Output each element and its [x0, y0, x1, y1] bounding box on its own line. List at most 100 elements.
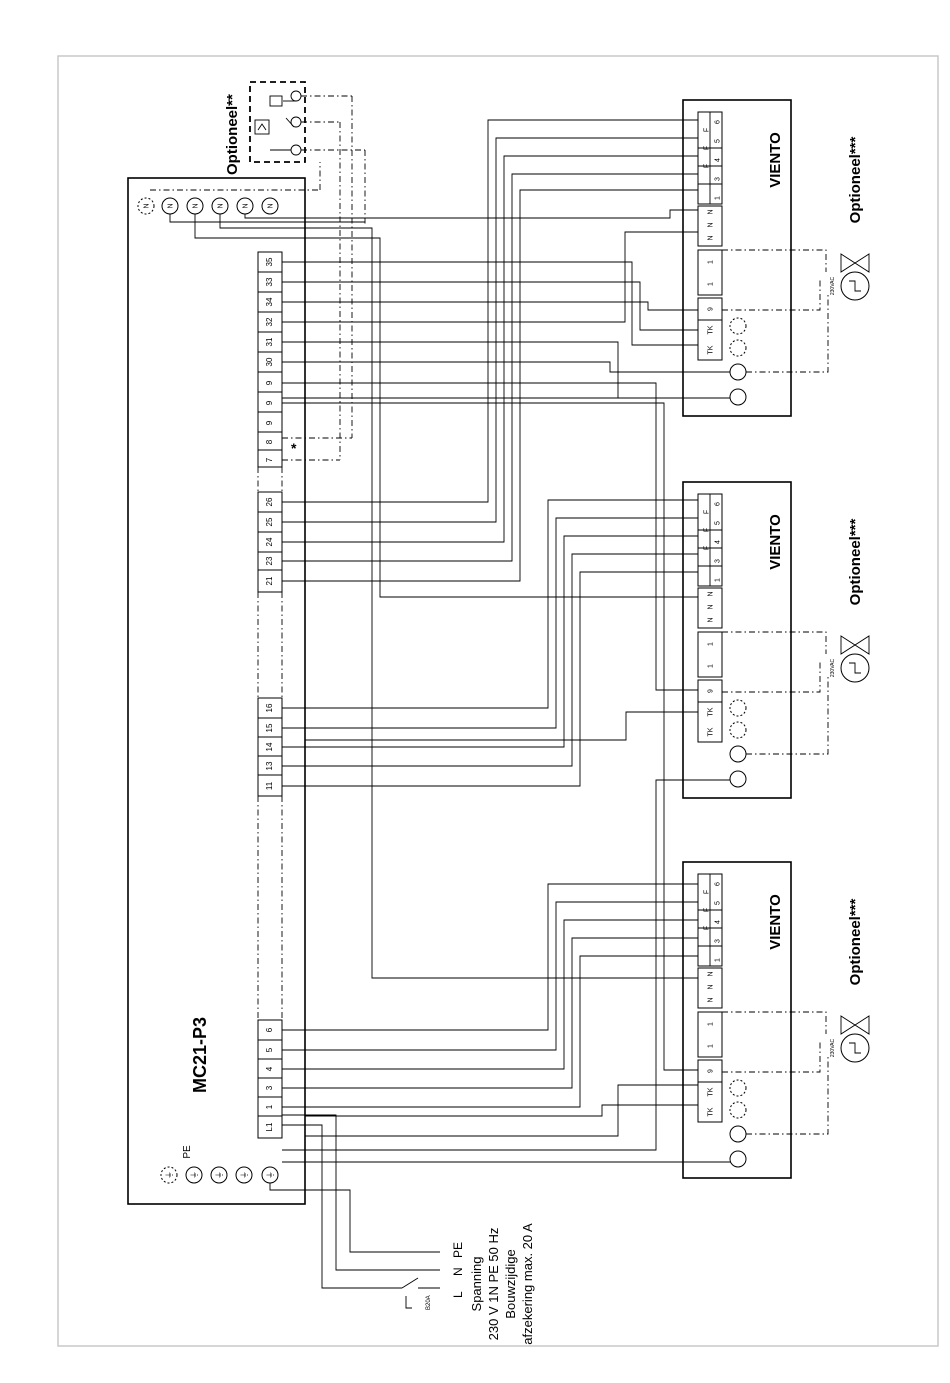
one-terminal-label: 1	[708, 282, 715, 286]
viento-units: VIENTOFFF65431NNN119TKTK230VACOptioneel*…	[682, 99, 870, 1179]
page-frame	[57, 55, 939, 1347]
star-marker: *	[291, 440, 297, 456]
wire	[305, 711, 698, 741]
nn-terminal-label: N	[708, 235, 715, 240]
supply-n: N	[451, 1267, 465, 1276]
earth-icon	[729, 1150, 747, 1168]
wire	[282, 571, 698, 787]
viento-unit-name: VIENTO	[767, 894, 784, 950]
fan-terminal-number: 3	[715, 559, 722, 563]
fan-terminal-f: F	[704, 528, 711, 532]
fan-terminal-f: F	[704, 546, 711, 550]
controller-box	[127, 177, 306, 1205]
fan-terminal-number: 1	[715, 958, 722, 962]
fan-terminal-number: 1	[715, 578, 722, 582]
earth-icon	[729, 699, 747, 717]
svg-text:30: 30	[265, 357, 274, 366]
valve-voltage-label: 230VAC	[830, 276, 836, 295]
one-terminal-label: 1	[708, 642, 715, 646]
one-terminal-label: 1	[708, 1022, 715, 1026]
one-terminal-label: 1	[708, 1044, 715, 1048]
wire	[282, 281, 698, 331]
nn-terminal-label: N	[708, 617, 715, 622]
svg-text:N: N	[168, 203, 175, 208]
viento-option-label: Optioneel***	[847, 136, 864, 223]
wire	[282, 535, 698, 748]
wire	[282, 517, 698, 729]
valve-voltage-label: 230VAC	[830, 658, 836, 677]
wire	[282, 402, 698, 1071]
svg-text:⏚: ⏚	[190, 1171, 199, 1179]
wire	[219, 214, 698, 979]
nn-terminal	[697, 967, 723, 1009]
breaker-label: B20A	[426, 1295, 432, 1310]
nn-terminal	[697, 587, 723, 629]
svg-text:21: 21	[265, 576, 274, 585]
wire	[282, 382, 698, 691]
svg-text:1: 1	[265, 1104, 274, 1109]
earth-icon	[729, 770, 747, 788]
nn-terminal-label: N	[708, 591, 715, 596]
thermostat-option-label: Optioneel**	[224, 94, 241, 175]
thermostat-option: Optioneel**	[150, 81, 366, 461]
valve-voltage-label: 230VAC	[830, 1038, 836, 1057]
svg-text:9: 9	[265, 380, 274, 385]
fan-terminal-f: F	[704, 146, 711, 150]
nn-terminal-label: N	[708, 997, 715, 1002]
tk-terminal	[697, 1081, 723, 1123]
svg-text:⏚: ⏚	[240, 1171, 249, 1179]
valve-wire	[722, 631, 827, 654]
nn-terminal-label: N	[708, 984, 715, 989]
terminal-block-1: 35 33 34 32 31 30	[257, 251, 283, 373]
svg-text:5: 5	[265, 1047, 274, 1052]
viento-unit: VIENTOFFF65431NNN119TKTK230VACOptioneel*…	[682, 481, 870, 799]
fan-terminal-f: F	[704, 128, 711, 132]
earth-icon	[729, 1101, 747, 1119]
wire	[282, 137, 698, 523]
supply-line-2: 230 V 1N PE 50 Hz	[486, 1228, 501, 1341]
svg-text:N: N	[144, 203, 151, 208]
svg-text:25: 25	[265, 517, 274, 526]
nine-terminal-label: 9	[708, 1069, 715, 1073]
svg-text:9: 9	[265, 420, 274, 425]
viento-option-label: Optioneel***	[847, 518, 864, 605]
terminal-block-5: 6 5 4 3 1 L1	[257, 1019, 283, 1139]
svg-text:N: N	[218, 203, 225, 208]
wire	[282, 119, 698, 503]
svg-text:26: 26	[265, 497, 274, 506]
wire	[244, 209, 698, 219]
tk-terminal-label: TK	[708, 325, 715, 334]
nn-terminal-label: N	[708, 971, 715, 976]
svg-text:34: 34	[265, 297, 274, 306]
fan-terminal-number: 5	[715, 521, 722, 525]
fan-terminal-number: 4	[715, 158, 722, 162]
fan-terminal-number: 4	[715, 540, 722, 544]
wire	[282, 361, 746, 373]
valve-wire	[722, 1042, 821, 1073]
tk-terminal-label: TK	[708, 345, 715, 354]
wire	[282, 901, 698, 1051]
fan-terminal-f: F	[704, 926, 711, 930]
tk-terminal-label: TK	[708, 707, 715, 716]
power-supply: B20A L N PE Spanning 230 V 1N PE 50 Hz B…	[269, 1114, 535, 1345]
svg-text:11: 11	[265, 781, 274, 790]
terminal-block-3: 26 25 24 23 21	[257, 491, 283, 593]
fan-terminal-number: 5	[715, 901, 722, 905]
wire	[282, 173, 698, 562]
wire	[305, 1104, 698, 1117]
wire	[282, 341, 619, 398]
valve-wire	[746, 1057, 829, 1135]
svg-text:31: 31	[265, 337, 274, 346]
svg-text:24: 24	[265, 537, 274, 546]
valve-icon	[840, 253, 870, 273]
valve-wire	[722, 249, 827, 272]
valve-motor-icon	[849, 1042, 861, 1054]
svg-text:9: 9	[265, 400, 274, 405]
viento-unit-box	[682, 481, 792, 799]
nn-terminal-label: N	[708, 222, 715, 227]
wire-group	[169, 119, 746, 1163]
wire	[282, 301, 698, 311]
viento-unit: VIENTOFFF65431NNN119TKTK230VACOptioneel*…	[682, 99, 870, 417]
svg-text:15: 15	[265, 723, 274, 732]
